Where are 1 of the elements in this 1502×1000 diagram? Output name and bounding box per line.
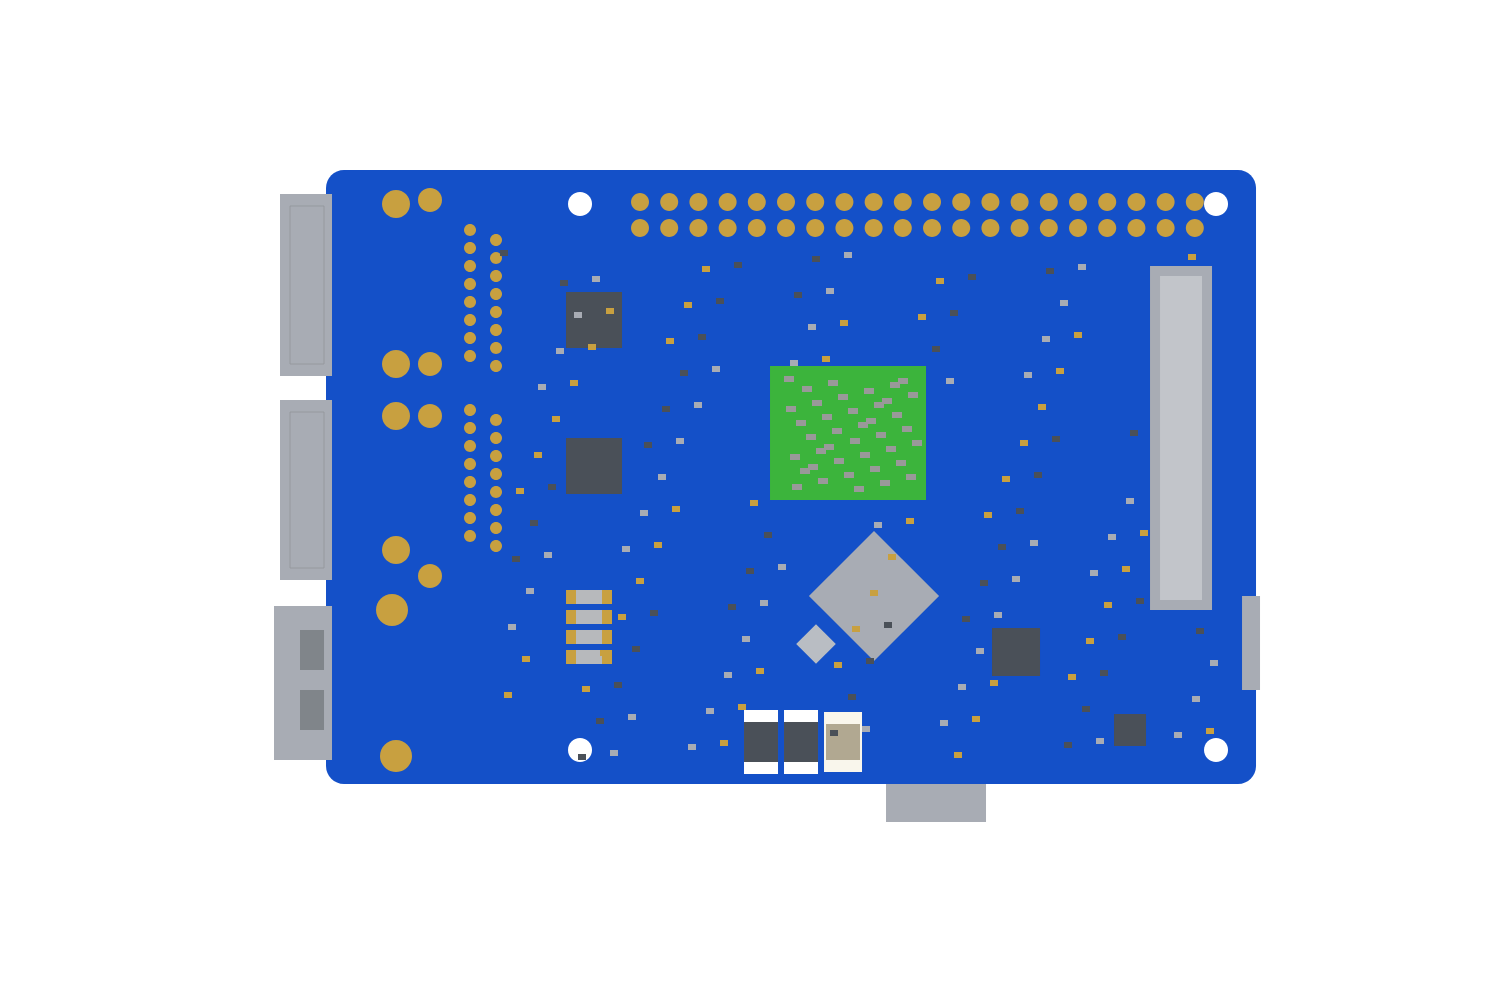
pcb-drawing <box>274 170 1261 822</box>
